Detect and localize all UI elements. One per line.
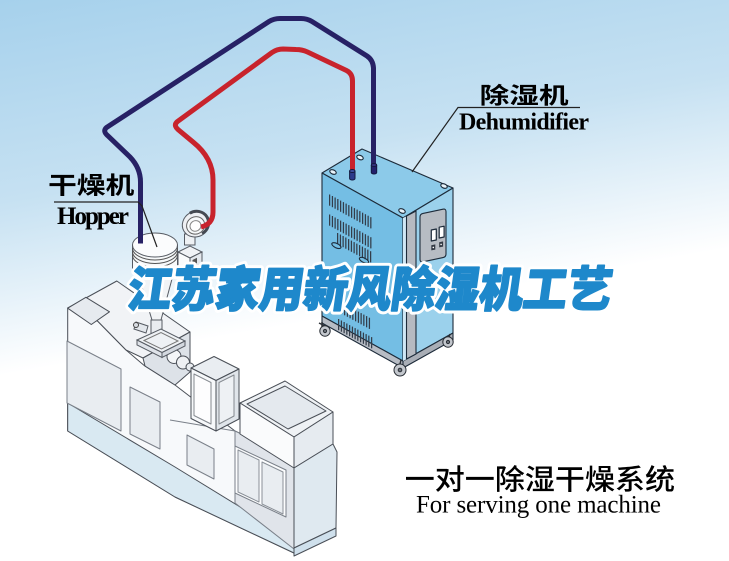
svg-text:Hopper: Hopper <box>57 203 129 230</box>
svg-text:For serving one machine: For serving one machine <box>416 492 661 519</box>
svg-text:Dehumidifier: Dehumidifier <box>459 110 589 136</box>
